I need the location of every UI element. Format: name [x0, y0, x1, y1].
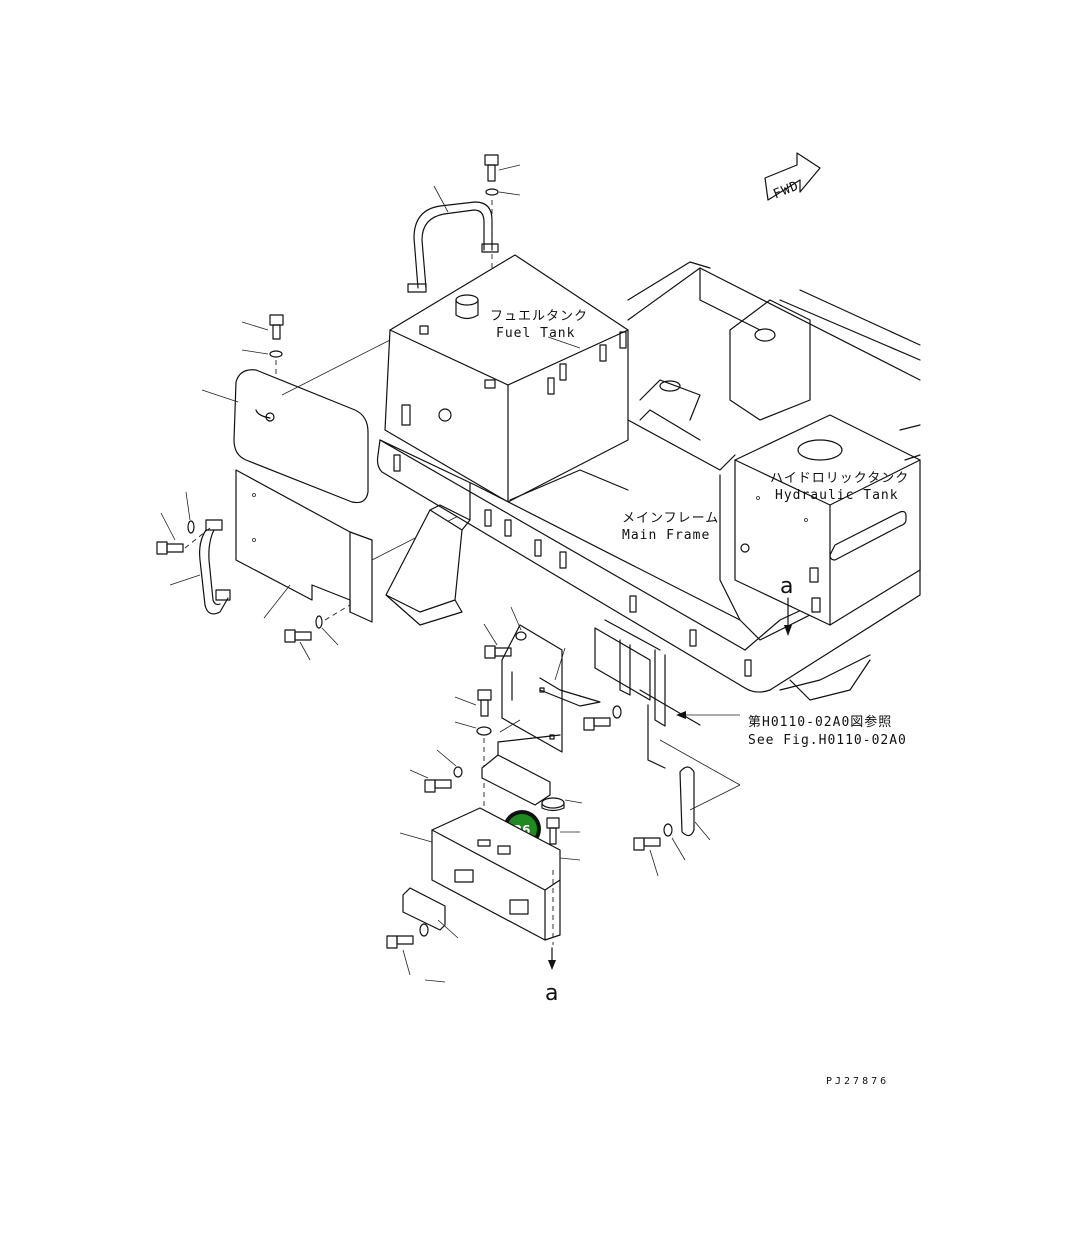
- lower-box: [399, 807, 561, 945]
- access-plate: [402, 887, 459, 939]
- middle-plate: [501, 624, 601, 753]
- right-strap: [659, 739, 741, 841]
- main-frame: [376, 261, 921, 701]
- reference-note-en: See Fig.H0110-02A0: [748, 733, 907, 748]
- plate-bolt: [483, 606, 527, 659]
- view-a-label-bottom: a: [545, 981, 558, 1006]
- left-handrail: [169, 519, 231, 615]
- arrow-down-icon-bottom: [548, 960, 556, 970]
- cap-and-bolt: [541, 797, 583, 862]
- hydraulic-tank-label-jp: ハイドロリックタンク: [770, 471, 909, 486]
- fwd-label: FWD: [771, 178, 801, 202]
- small-bracket: [481, 719, 561, 806]
- fuel-tank: [384, 254, 629, 503]
- hydraulic-tank: [734, 414, 921, 626]
- forward-arrow-icon: FWD: [764, 152, 821, 202]
- fuel-tank-label-jp: フュエルタンク: [490, 309, 588, 324]
- right-lower-bolt: [633, 823, 686, 877]
- reference-note-jp: 第H0110-02A0図参照: [748, 714, 892, 730]
- drawing-number: PJ27876: [826, 1076, 889, 1087]
- frame-stand: [385, 504, 471, 626]
- left-upper-cover: [201, 339, 391, 504]
- main-frame-label-en: Main Frame: [622, 528, 710, 543]
- left-bolt-mid: [156, 491, 211, 555]
- arrow-down-icon: [784, 625, 792, 636]
- bottom-bolt: [386, 923, 446, 983]
- left-lower-panel: [235, 469, 471, 623]
- view-a-label-top: a: [780, 574, 793, 599]
- bracket-bolt: [583, 705, 622, 731]
- center-bolt: [454, 689, 492, 830]
- main-frame-label-jp: メインフレーム: [622, 511, 719, 526]
- hydraulic-tank-label-en: Hydraulic Tank: [775, 488, 899, 503]
- top-handrail: [407, 185, 499, 293]
- left-bolt-lower: [284, 604, 351, 661]
- lower-left-bolt: [409, 749, 463, 793]
- bracket-assembly: [594, 619, 740, 769]
- fuel-tank-label-en: Fuel Tank: [496, 326, 575, 341]
